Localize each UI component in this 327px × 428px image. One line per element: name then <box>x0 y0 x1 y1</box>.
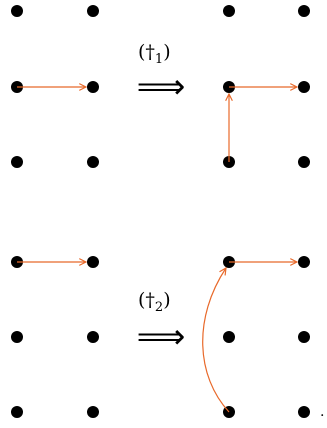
grid-node <box>87 406 99 418</box>
rule-1-label-subscript: 1 <box>155 52 163 67</box>
curved-edge-arrow <box>202 268 230 413</box>
grid-node <box>11 406 23 418</box>
rule-2-right-grid <box>202 256 310 418</box>
grid-node <box>11 5 23 17</box>
rule-1-right-grid <box>223 5 310 168</box>
rule-2-label: (†2) <box>138 289 171 315</box>
grid-node <box>11 331 23 343</box>
rule-1-implies-arrow: ⟹ <box>137 67 186 107</box>
grid-node <box>87 256 99 268</box>
rule-1-label-open: († <box>138 41 155 63</box>
grid-node <box>11 156 23 168</box>
grid-node <box>298 156 310 168</box>
rule-2-label-close: ) <box>163 289 170 311</box>
rule-2-label-open: († <box>138 289 155 311</box>
grid-node <box>87 81 99 93</box>
grid-node <box>298 81 310 93</box>
rule-1-transition: (†1) ⟹ <box>137 41 186 107</box>
grid-node <box>87 5 99 17</box>
rule-1-label-close: ) <box>163 41 170 63</box>
rule-1-label: (†1) <box>138 41 171 67</box>
rule-2-label-subscript: 2 <box>155 300 163 315</box>
grid-node <box>298 256 310 268</box>
trailing-period: . <box>320 404 324 420</box>
grid-node <box>298 406 310 418</box>
grid-node <box>298 5 310 17</box>
rule-2-left-grid <box>11 256 99 418</box>
grid-node <box>87 331 99 343</box>
grid-node <box>223 5 235 17</box>
grid-node <box>298 331 310 343</box>
grid-node <box>223 331 235 343</box>
rule-1-left-grid <box>11 5 99 168</box>
rule-2-transition: (†2) ⟹ <box>137 289 186 357</box>
rule-2-implies-arrow: ⟹ <box>137 317 186 357</box>
grid-node <box>87 156 99 168</box>
